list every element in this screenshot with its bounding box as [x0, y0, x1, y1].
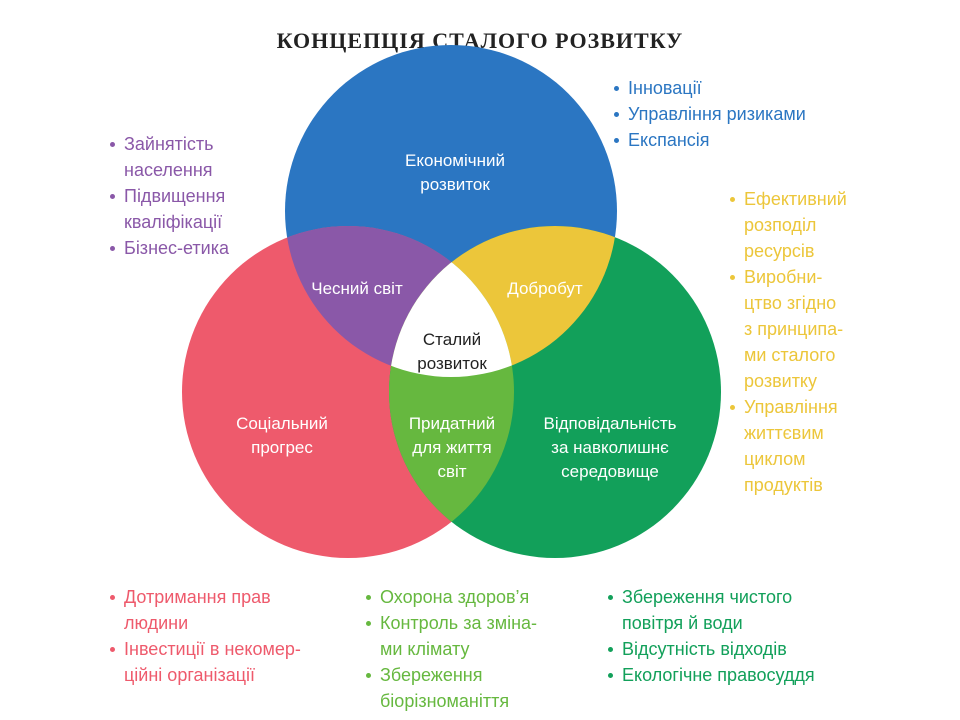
list-item: Інвестиції в некомер-ційні організації	[108, 636, 301, 688]
list-item-line: розподіл	[744, 215, 817, 235]
label-line: середовище	[561, 462, 659, 481]
list-item: Відсутність відходів	[606, 636, 815, 662]
list-item: Ефективний розподіл ресурсів	[728, 186, 847, 264]
label-line: Придатний	[408, 414, 496, 433]
list-item: Збереження чистого повітря й води	[606, 584, 815, 636]
list-item: Управління ризиками	[612, 101, 806, 127]
list-item-line: Відсутність відходів	[622, 639, 787, 659]
list-item-line: Екологічне правосуддя	[622, 665, 815, 685]
list-item-line: Інновації	[628, 78, 702, 98]
environment-label: Відповідальність за навколишнє середовище	[544, 412, 677, 484]
list-item: Експансія	[612, 127, 806, 153]
list-item-line: кваліфікації	[124, 212, 223, 232]
list-item-line: ресурсів	[744, 241, 815, 261]
list-item-line: Підвищення	[124, 186, 226, 206]
list-item-line: цтво згідно	[744, 293, 837, 313]
center-label: Сталий розвиток	[417, 328, 487, 376]
list-item-line: розвитку	[744, 371, 818, 391]
list-item-line: Управління ризиками	[628, 104, 806, 124]
list-item: Контроль за зміна-ми клімату	[364, 610, 537, 662]
list-item-line: біорізноманіття	[380, 691, 510, 711]
list-item-line: людини	[124, 613, 189, 633]
list-item: Інновації	[612, 75, 806, 101]
label-line: для життя	[412, 438, 492, 457]
list-item-line: Управління	[744, 397, 838, 417]
fair-world-label: Чесний світ	[311, 279, 403, 298]
list-item-line: ми клімату	[380, 639, 470, 659]
wellbeing-label: Добробут	[507, 279, 583, 298]
list-item: Збереження біорізноманіття	[364, 662, 537, 714]
label-line: світ	[437, 462, 467, 481]
list-item-line: Ефективний	[744, 189, 847, 209]
list-item-line: Охорона здоров’я	[380, 587, 530, 607]
list-item-line: ційні організації	[124, 665, 256, 685]
label-line: прогрес	[251, 438, 313, 457]
list-item: Бізнес-етика	[108, 235, 229, 261]
livable-world-label: Придатний для життя світ	[409, 412, 495, 484]
list-item: Охорона здоров’я	[364, 584, 537, 610]
list-item-line: Збереження чистого	[622, 587, 793, 607]
list-item-line: циклом	[744, 449, 806, 469]
label-line: Відповідальність	[543, 414, 677, 433]
list-item: Виробни-цтво згідно з принципа-ми сталого…	[728, 264, 847, 394]
list-item: Управління життєвим циклом продуктів	[728, 394, 847, 498]
social-label: Соціальний прогрес	[236, 412, 328, 460]
sustainable-center	[389, 226, 514, 377]
list-item-line: Експансія	[628, 130, 710, 150]
list-item: Підвищення кваліфікації	[108, 183, 229, 235]
list-item-line: Бізнес-етика	[124, 238, 230, 258]
list-item-line: Зайнятість	[124, 134, 214, 154]
label-line: Економічний	[405, 151, 505, 170]
list-item-line: Інвестиції в некомер-	[124, 639, 301, 659]
list-item-line: повітря й води	[622, 613, 743, 633]
list-item-line: Виробни-	[744, 267, 823, 287]
label-line: розвиток	[420, 175, 490, 194]
list-item-line: Дотримання прав	[124, 587, 271, 607]
list-item-line: продуктів	[744, 475, 823, 495]
list-item-line: Збереження	[380, 665, 483, 685]
list-item-line: населення	[124, 160, 213, 180]
list-item-line: життєвим	[744, 423, 824, 443]
label-line: Соціальний	[236, 414, 328, 433]
list-item: Дотримання прав людини	[108, 584, 301, 636]
label-line: розвиток	[417, 354, 487, 373]
list-item: Екологічне правосуддя	[606, 662, 815, 688]
list-item-line: Контроль за зміна-	[380, 613, 538, 633]
label-line: Сталий	[422, 330, 482, 349]
list-item-line: з принципа-	[744, 319, 844, 339]
label-line: за навколишнє	[551, 438, 669, 457]
economic-label: Економічний розвиток	[405, 149, 505, 197]
list-item-line: ми сталого	[744, 345, 836, 365]
list-item: Зайнятість населення	[108, 131, 229, 183]
